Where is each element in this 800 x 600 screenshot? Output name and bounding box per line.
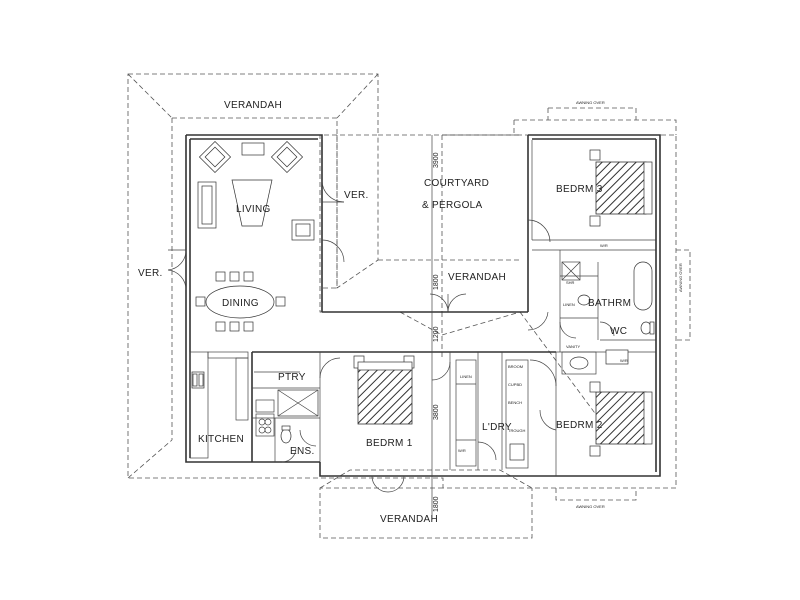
label-bedrm3: BEDRM 3 xyxy=(556,184,603,195)
wet-area-fixtures xyxy=(455,140,655,469)
label-ver-right: VER. xyxy=(344,190,369,201)
label-bathrm: BATHRM xyxy=(588,298,631,309)
label-living: LIVING xyxy=(236,204,271,215)
label-awning-top: AWNING OVER xyxy=(576,100,605,105)
label-verandah-bottom: VERANDAH xyxy=(380,514,438,525)
label-awning-bottom: AWNING OVER xyxy=(576,504,605,509)
label-dining: DINING xyxy=(222,298,259,309)
label-ptry: PTRY xyxy=(278,372,306,383)
dim-verandah-bottom: 1800 xyxy=(433,496,440,512)
dining-furniture xyxy=(195,271,286,332)
dim-bedrm1: 3800 xyxy=(433,404,440,420)
doors xyxy=(167,179,615,493)
label-wc: WC xyxy=(610,326,627,337)
dim-courtyard: 3900 xyxy=(433,152,440,168)
verandah-outlines xyxy=(127,73,691,539)
label-wr-ldry: W/R xyxy=(458,448,466,453)
label-courtyard: COURTYARD xyxy=(424,178,489,189)
label-ldry: L'DRY xyxy=(482,422,512,433)
label-bedrm2: BEDRM 2 xyxy=(556,420,603,431)
label-verandah-top: VERANDAH xyxy=(224,100,282,111)
dim-verandah-mid: 1800 xyxy=(433,274,440,290)
dimension-labels: 3900 1800 1200 3800 1800 xyxy=(431,135,440,520)
label-linen1: LINEN xyxy=(460,374,472,379)
label-linen2: LINEN xyxy=(563,302,575,307)
label-bench: BENCH xyxy=(508,400,522,405)
beds xyxy=(353,149,653,457)
label-wr-bedrm2: W/R xyxy=(620,358,628,363)
label-cupbd: CUPBD xyxy=(508,382,522,387)
label-awning-right: AWNING OVER xyxy=(678,263,683,292)
label-kitchen: KITCHEN xyxy=(198,434,244,445)
label-wr-bedrm3: W/R xyxy=(600,243,608,248)
label-trough: TROUGH xyxy=(508,428,525,433)
label-verandah-mid: VERANDAH xyxy=(448,272,506,283)
walls xyxy=(185,134,661,477)
label-ens: ENS. xyxy=(290,446,315,457)
label-broom: BROOM xyxy=(508,364,523,369)
label-pergola: & PERGOLA xyxy=(422,200,483,211)
room-labels: VERANDAH LIVING VER. VER. DINING KITCHEN… xyxy=(138,100,631,525)
label-bedrm1: BEDRM 1 xyxy=(366,438,413,449)
label-shr: SHR xyxy=(566,280,575,285)
fixture-labels: AWNING OVER AWNING OVER AWNING OVER LINE… xyxy=(458,100,683,509)
label-ver-left: VER. xyxy=(138,268,163,279)
living-furniture xyxy=(197,140,315,241)
kitchen-fixtures xyxy=(189,351,275,459)
dim-passage: 1200 xyxy=(433,326,440,342)
ensuite-fixtures xyxy=(277,389,319,444)
label-vanity: VANITY xyxy=(566,344,580,349)
